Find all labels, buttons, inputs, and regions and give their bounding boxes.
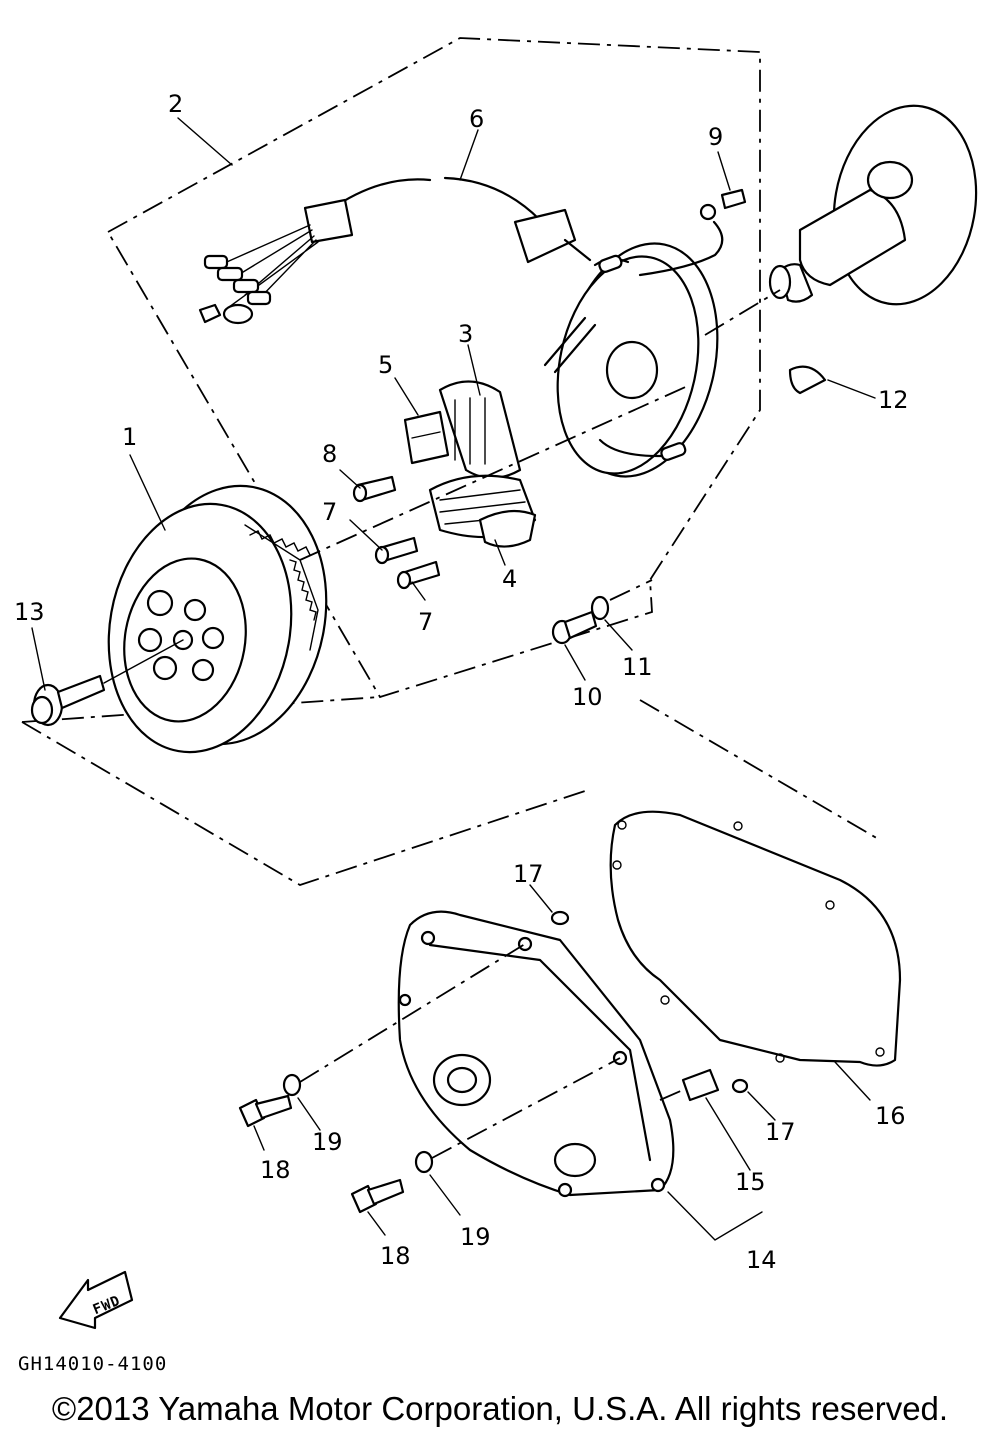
leader-lines	[31, 117, 876, 1241]
cover-group-boundary-2	[639, 699, 881, 841]
centerline-stator	[299, 384, 691, 561]
cover-gasket	[609, 810, 902, 1067]
forward-arrow-icon: FWD	[58, 1270, 134, 1330]
flywheel-bolt	[30, 639, 184, 727]
callout-14: 14	[746, 1246, 777, 1274]
callout-4: 4	[502, 565, 517, 593]
stator-base-plate	[556, 242, 719, 478]
callout-12: 12	[878, 386, 909, 414]
charge-coil	[438, 380, 522, 480]
callout-19b: 19	[460, 1223, 491, 1251]
centerline-bolt-18a	[299, 943, 526, 1083]
centerline-bolt-18b	[431, 1057, 621, 1159]
callout-11: 11	[622, 653, 653, 681]
dowel-pin-top	[550, 910, 570, 926]
callout-17b: 17	[765, 1118, 796, 1146]
callout-8: 8	[322, 440, 337, 468]
generator-cover	[397, 910, 675, 1198]
callout-10: 10	[572, 683, 603, 711]
callout-3: 3	[458, 320, 473, 348]
dowel-pin-right	[731, 1078, 749, 1094]
gasket-holes	[612, 820, 885, 1063]
callout-1: 1	[122, 423, 137, 451]
wire-harness	[198, 176, 597, 374]
callout-16: 16	[875, 1102, 906, 1130]
callout-18b: 18	[380, 1242, 411, 1270]
drawing-code: GH14010-4100	[18, 1353, 167, 1375]
callout-7b: 7	[418, 608, 433, 636]
callout-2: 2	[168, 90, 183, 118]
bolt-10-washer-11	[551, 595, 610, 645]
centerline-15	[659, 1089, 684, 1101]
callout-13: 13	[14, 598, 45, 626]
lighting-coil	[428, 474, 537, 548]
callout-17a: 17	[513, 860, 544, 888]
cover-group-boundary	[21, 721, 589, 886]
cover-bolts	[238, 1073, 434, 1214]
callout-19a: 19	[312, 1128, 343, 1156]
pulser-coil	[403, 410, 450, 465]
screws-7-8	[352, 475, 441, 590]
centerline-shaft	[704, 289, 781, 336]
callout-5: 5	[378, 351, 393, 379]
ground-screw	[638, 188, 747, 277]
crankcase-housing	[768, 104, 978, 306]
callout-7a: 7	[322, 498, 337, 526]
callout-6: 6	[469, 105, 484, 133]
callout-18a: 18	[260, 1156, 291, 1184]
callout-labels: 1 2 3 4 5 6 7 7 8 9 10 11 12 13 14 15 16…	[14, 90, 909, 1274]
woodruff-key	[788, 365, 827, 395]
copyright-notice: ©2013 Yamaha Motor Corporation, U.S.A. A…	[51, 1390, 949, 1427]
callout-9: 9	[708, 123, 723, 151]
collar-15	[681, 1068, 720, 1102]
flywheel-rotor	[107, 484, 328, 754]
callout-15: 15	[735, 1168, 766, 1196]
centerline-10	[609, 579, 653, 601]
